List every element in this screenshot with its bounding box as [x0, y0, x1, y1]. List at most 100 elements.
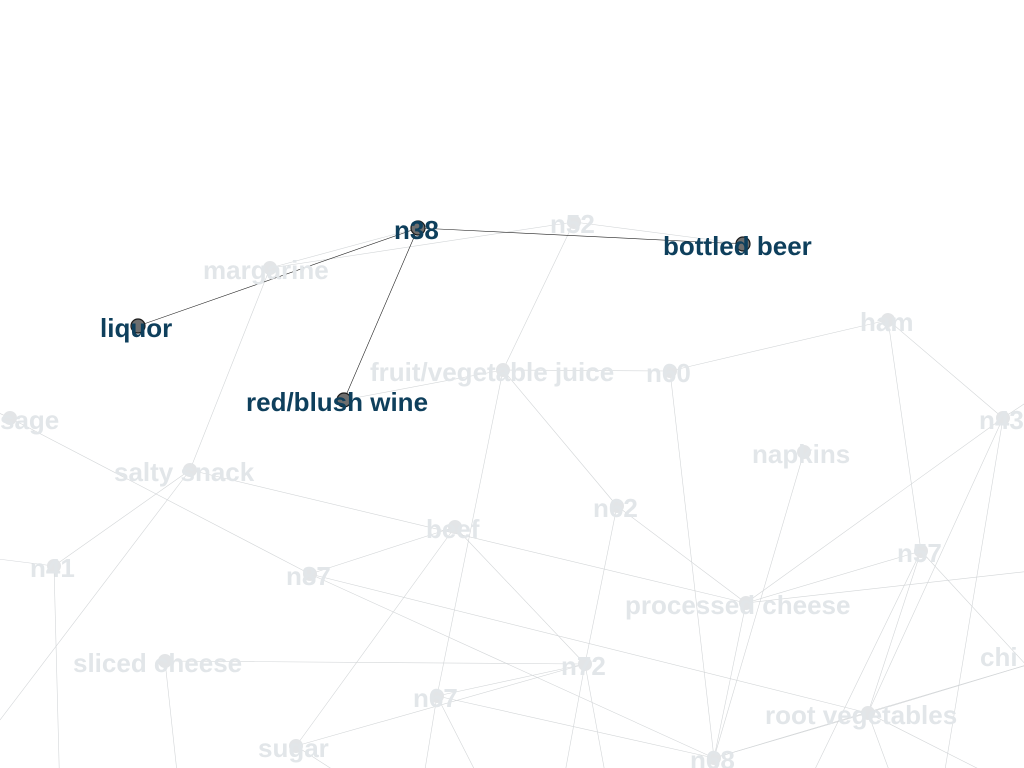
node-label-processed_cheese: processed cheese [625, 590, 850, 620]
node-beef[interactable] [448, 520, 462, 534]
edge-offscreen [867, 712, 978, 768]
edge-offscreen [565, 663, 586, 768]
node-label-fruit_veg_juice: fruit/vegetable juice [370, 357, 614, 387]
edge-n87-root_vegetables [309, 573, 869, 714]
node-label-beef: beef [426, 514, 480, 544]
edge-n62-n72 [584, 505, 618, 665]
edge-offscreen [944, 417, 1004, 768]
node-label-n67: n67 [413, 683, 458, 713]
node-n72[interactable] [578, 657, 592, 671]
edge-n38-liquor [137, 227, 419, 327]
node-label-n43: n43 [979, 405, 1024, 435]
edge-n87-n68 [309, 573, 715, 759]
node-red_blush_wine[interactable] [336, 392, 352, 408]
node-label-n87: n87 [286, 561, 331, 591]
edge-ham-n60 [669, 319, 889, 372]
edge-n67-n68 [436, 695, 715, 759]
edge-offscreen [713, 757, 716, 768]
edge-n43-root_vegetables [867, 417, 1004, 714]
node-label-chicken: chi [980, 642, 1018, 672]
node-label-bottled_beer: bottled beer [663, 231, 812, 261]
edge-offscreen [1002, 403, 1024, 419]
edge-beef-n72 [454, 526, 586, 665]
edge-offscreen [815, 550, 922, 768]
edge-ham-n57 [887, 319, 922, 552]
edge-fruit_veg_juice-n60 [502, 369, 671, 372]
node-n67[interactable] [430, 689, 444, 703]
edge-n38-bottled_beer [417, 227, 744, 245]
edge-sliced_cheese-n72 [164, 660, 586, 665]
edge-offscreen [424, 695, 438, 768]
node-sage[interactable] [3, 411, 17, 425]
node-label-salty_snack: salty snack [114, 457, 255, 487]
node-sugar[interactable] [289, 739, 303, 753]
edge-beef-sugar [295, 526, 456, 747]
offscreen-edges [0, 403, 1024, 768]
node-label-sliced_cheese: sliced cheese [73, 648, 242, 678]
node-n41[interactable] [47, 559, 61, 573]
edge-offscreen [0, 558, 55, 567]
node-label-sugar: sugar [258, 733, 329, 763]
edge-n52-margarine [269, 221, 575, 269]
node-fruit_veg_juice[interactable] [496, 363, 510, 377]
node-n68[interactable] [707, 751, 721, 765]
node-margarine[interactable] [263, 261, 277, 275]
edge-margarine-salty_snack [189, 267, 271, 471]
edge-n62-processed_cheese [616, 505, 747, 604]
node-label-n52: n52 [550, 209, 595, 239]
edge-n57-processed_cheese [745, 550, 922, 604]
node-n60[interactable] [663, 364, 677, 378]
node-n43[interactable] [996, 411, 1010, 425]
node-label-n38: n38 [394, 215, 439, 245]
edge-chicken-root_vegetables [867, 665, 1024, 714]
edge-offscreen [0, 469, 191, 721]
node-label-n57: n57 [897, 538, 942, 568]
edge-offscreen [164, 660, 177, 768]
edge-fruit_veg_juice-n62 [502, 369, 618, 507]
node-root_vegetables[interactable] [861, 706, 875, 720]
node-n62[interactable] [610, 499, 624, 513]
edge-offscreen [0, 413, 11, 419]
edge-n52-bottled_beer [573, 221, 744, 245]
node-label-n62: n62 [593, 493, 638, 523]
node-label-margarine: margarine [203, 255, 329, 285]
node-label-n41: n41 [30, 553, 75, 583]
node-liquor[interactable] [130, 318, 146, 334]
node-label-red_blush_wine: red/blush wine [246, 387, 428, 417]
edge-n57-root_vegetables [867, 550, 922, 714]
node-n87[interactable] [303, 567, 317, 581]
node-napkins[interactable] [797, 445, 811, 459]
node-salty_snack[interactable] [183, 463, 197, 477]
edge-n43-processed_cheese [745, 417, 1004, 604]
node-n52[interactable] [567, 215, 581, 229]
edge-offscreen [867, 712, 889, 768]
node-label-n68: n68 [690, 745, 735, 768]
node-bottled_beer[interactable] [735, 236, 751, 252]
node-processed_cheese[interactable] [739, 596, 753, 610]
node-label-sage: sage [0, 405, 59, 435]
node-label-ham: ham [860, 307, 913, 337]
node-sliced_cheese[interactable] [158, 654, 172, 668]
edge-napkins-n68 [713, 451, 805, 759]
edge-fruit_veg_juice-red_blush_wine [343, 369, 504, 401]
edge-offscreen [436, 695, 475, 768]
edge-offscreen [920, 550, 1024, 664]
node-label-liquor: liquor [100, 313, 172, 343]
edge-salty_snack-n41 [53, 469, 191, 567]
edge-salty_snack-processed_cheese [189, 469, 747, 604]
node-label-root_vegetables: root vegetables [765, 700, 957, 730]
node-n38[interactable] [410, 220, 426, 236]
edge-n60-n68 [669, 370, 715, 759]
node-n57[interactable] [914, 544, 928, 558]
edge-beef-n87 [309, 526, 456, 575]
edge-n52-fruit_veg_juice [502, 221, 575, 371]
edge-fruit_veg_juice-n67 [436, 369, 504, 697]
edge-processed_cheese-n68 [713, 602, 747, 759]
edge-chicken-n68 [713, 665, 1024, 759]
edge-n38-red_blush_wine [343, 227, 419, 401]
node-label-n72: n72 [561, 651, 606, 681]
node-ham[interactable] [881, 313, 895, 327]
edge-margarine-n38 [269, 227, 419, 269]
edges-layer [9, 221, 1024, 759]
